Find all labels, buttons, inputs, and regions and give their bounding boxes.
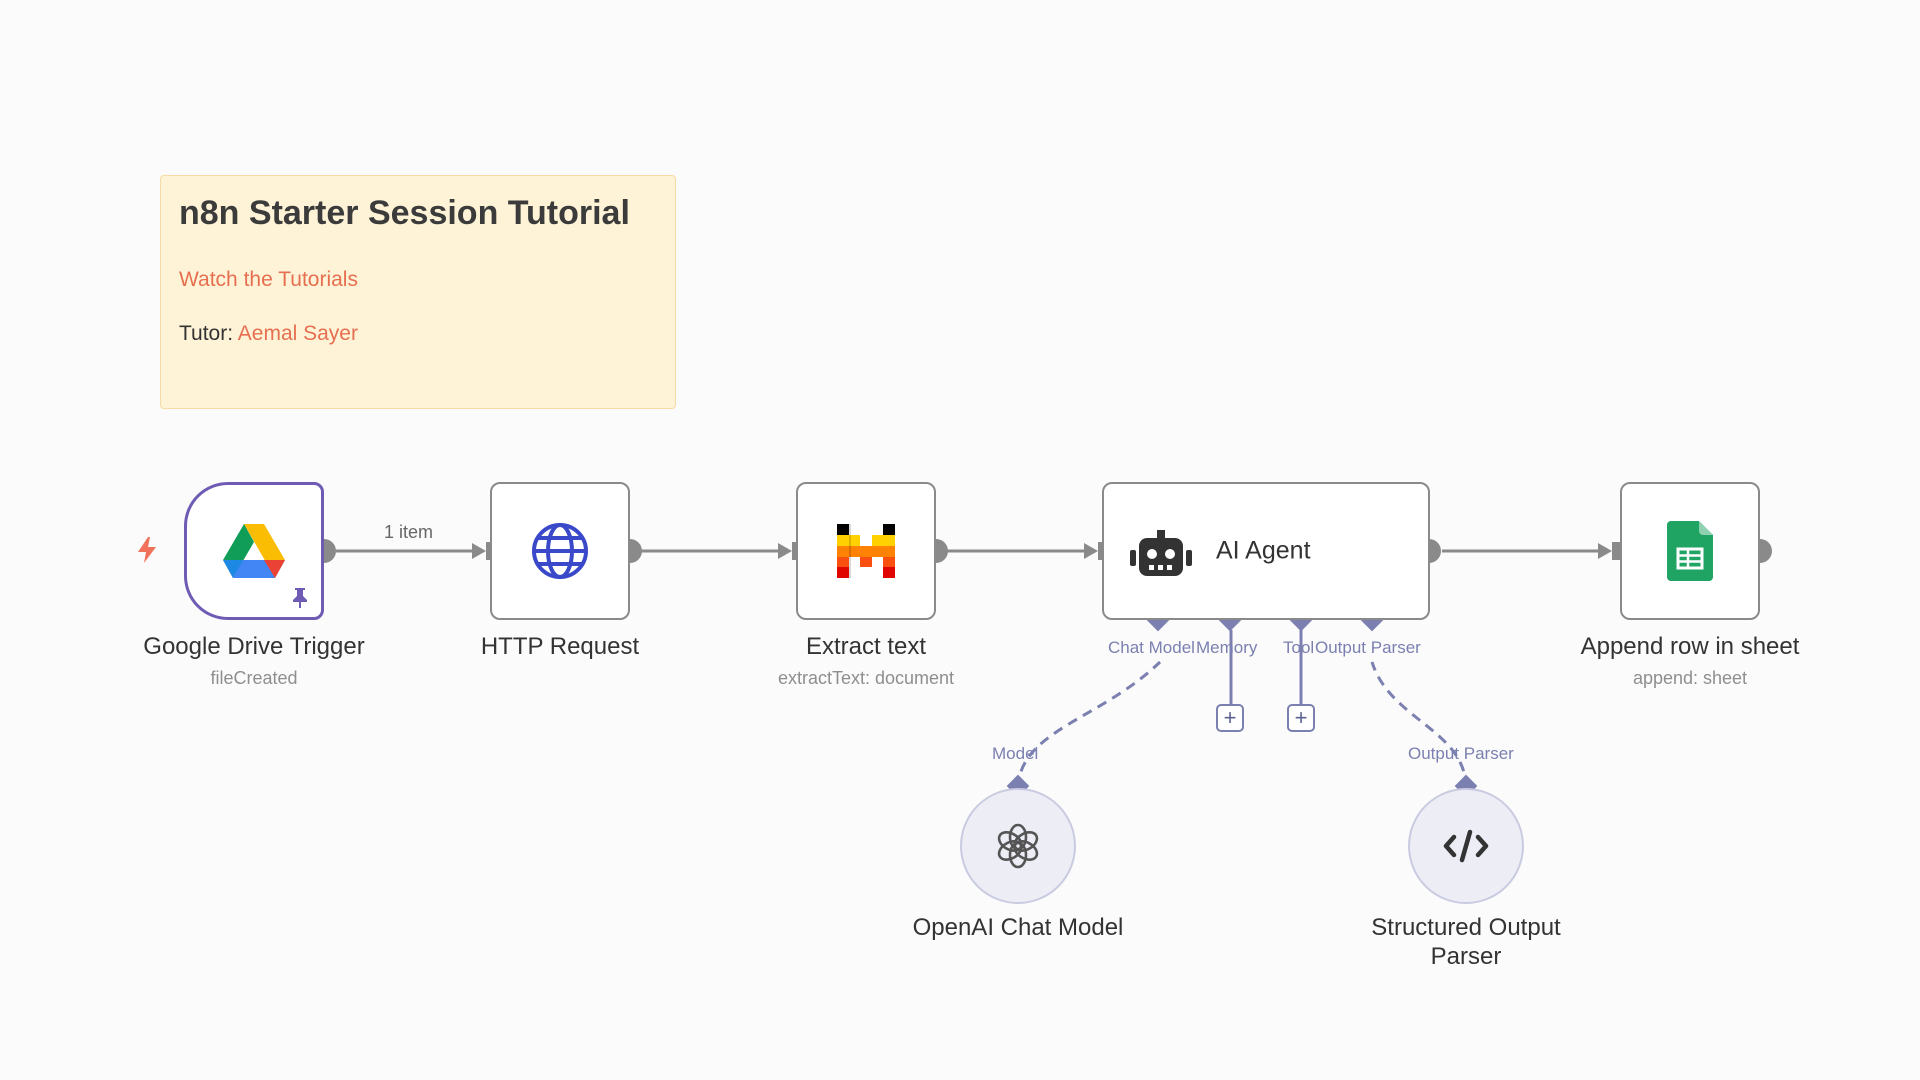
node-title: HTTP Request	[480, 633, 640, 660]
structured-output-parser-node[interactable]	[1408, 788, 1524, 904]
extract-text-node[interactable]	[796, 482, 936, 620]
tutor-label: Tutor:	[179, 322, 234, 345]
node-title: Google Drive Trigger	[143, 633, 365, 660]
node-subtitle: append: sheet	[1632, 668, 1748, 688]
node-title: Structured Output Parser	[1316, 913, 1616, 971]
add-memory-button[interactable]: +	[1216, 704, 1244, 732]
ai-agent-node[interactable]: AI Agent	[1102, 482, 1430, 620]
robot-icon	[1130, 530, 1192, 576]
openai-icon	[997, 823, 1039, 869]
tutorials-link[interactable]: Watch the Tutorials	[179, 268, 358, 291]
output-parser-port-label: Output Parser	[1315, 638, 1421, 657]
input-handle[interactable]	[1612, 542, 1620, 560]
node-subtitle: fileCreated	[210, 668, 298, 688]
code-icon	[1443, 829, 1489, 863]
google-drive-trigger-node[interactable]	[184, 482, 324, 620]
openai-chat-model-node[interactable]	[960, 788, 1076, 904]
mistral-icon	[837, 524, 895, 578]
arrow-head	[1084, 543, 1098, 559]
item-count-label: 1 item	[384, 522, 434, 542]
sticky-note[interactable]: n8n Starter Session Tutorial Watch the T…	[160, 175, 676, 409]
node-title: OpenAI Chat Model	[912, 914, 1124, 941]
node-title: Append row in sheet	[1580, 633, 1800, 660]
tutor-name-link[interactable]: Aemal Sayer	[237, 322, 358, 345]
trigger-bolt-icon	[138, 537, 156, 563]
pin-icon[interactable]	[291, 587, 309, 609]
chat-model-port-label: Chat Model	[1108, 638, 1195, 657]
http-request-node[interactable]	[490, 482, 630, 620]
connection-model-to-agent[interactable]	[1016, 660, 1162, 789]
node-title: Extract text	[805, 633, 927, 660]
node-title-line: Parser	[1430, 943, 1502, 970]
tool-port-label: Tool	[1283, 638, 1315, 657]
google-drive-icon	[223, 524, 285, 578]
node-title: AI Agent	[1216, 536, 1311, 565]
connection-parser-to-agent[interactable]	[1370, 661, 1468, 789]
parser-input-label: Output Parser	[1408, 744, 1514, 763]
node-subtitle: extractText: document	[777, 668, 955, 688]
model-input-label: Model	[992, 744, 1039, 763]
append-row-node[interactable]	[1620, 482, 1760, 620]
sticky-title: n8n Starter Session Tutorial	[179, 194, 630, 232]
arrow-head	[472, 543, 486, 559]
memory-port-label: Memory	[1196, 638, 1258, 657]
add-tool-button[interactable]: +	[1287, 704, 1315, 732]
node-title-line: Structured Output	[1371, 914, 1561, 941]
arrow-head	[1598, 543, 1612, 559]
globe-icon	[532, 523, 588, 579]
google-sheets-icon	[1667, 521, 1713, 581]
arrow-head	[778, 543, 792, 559]
